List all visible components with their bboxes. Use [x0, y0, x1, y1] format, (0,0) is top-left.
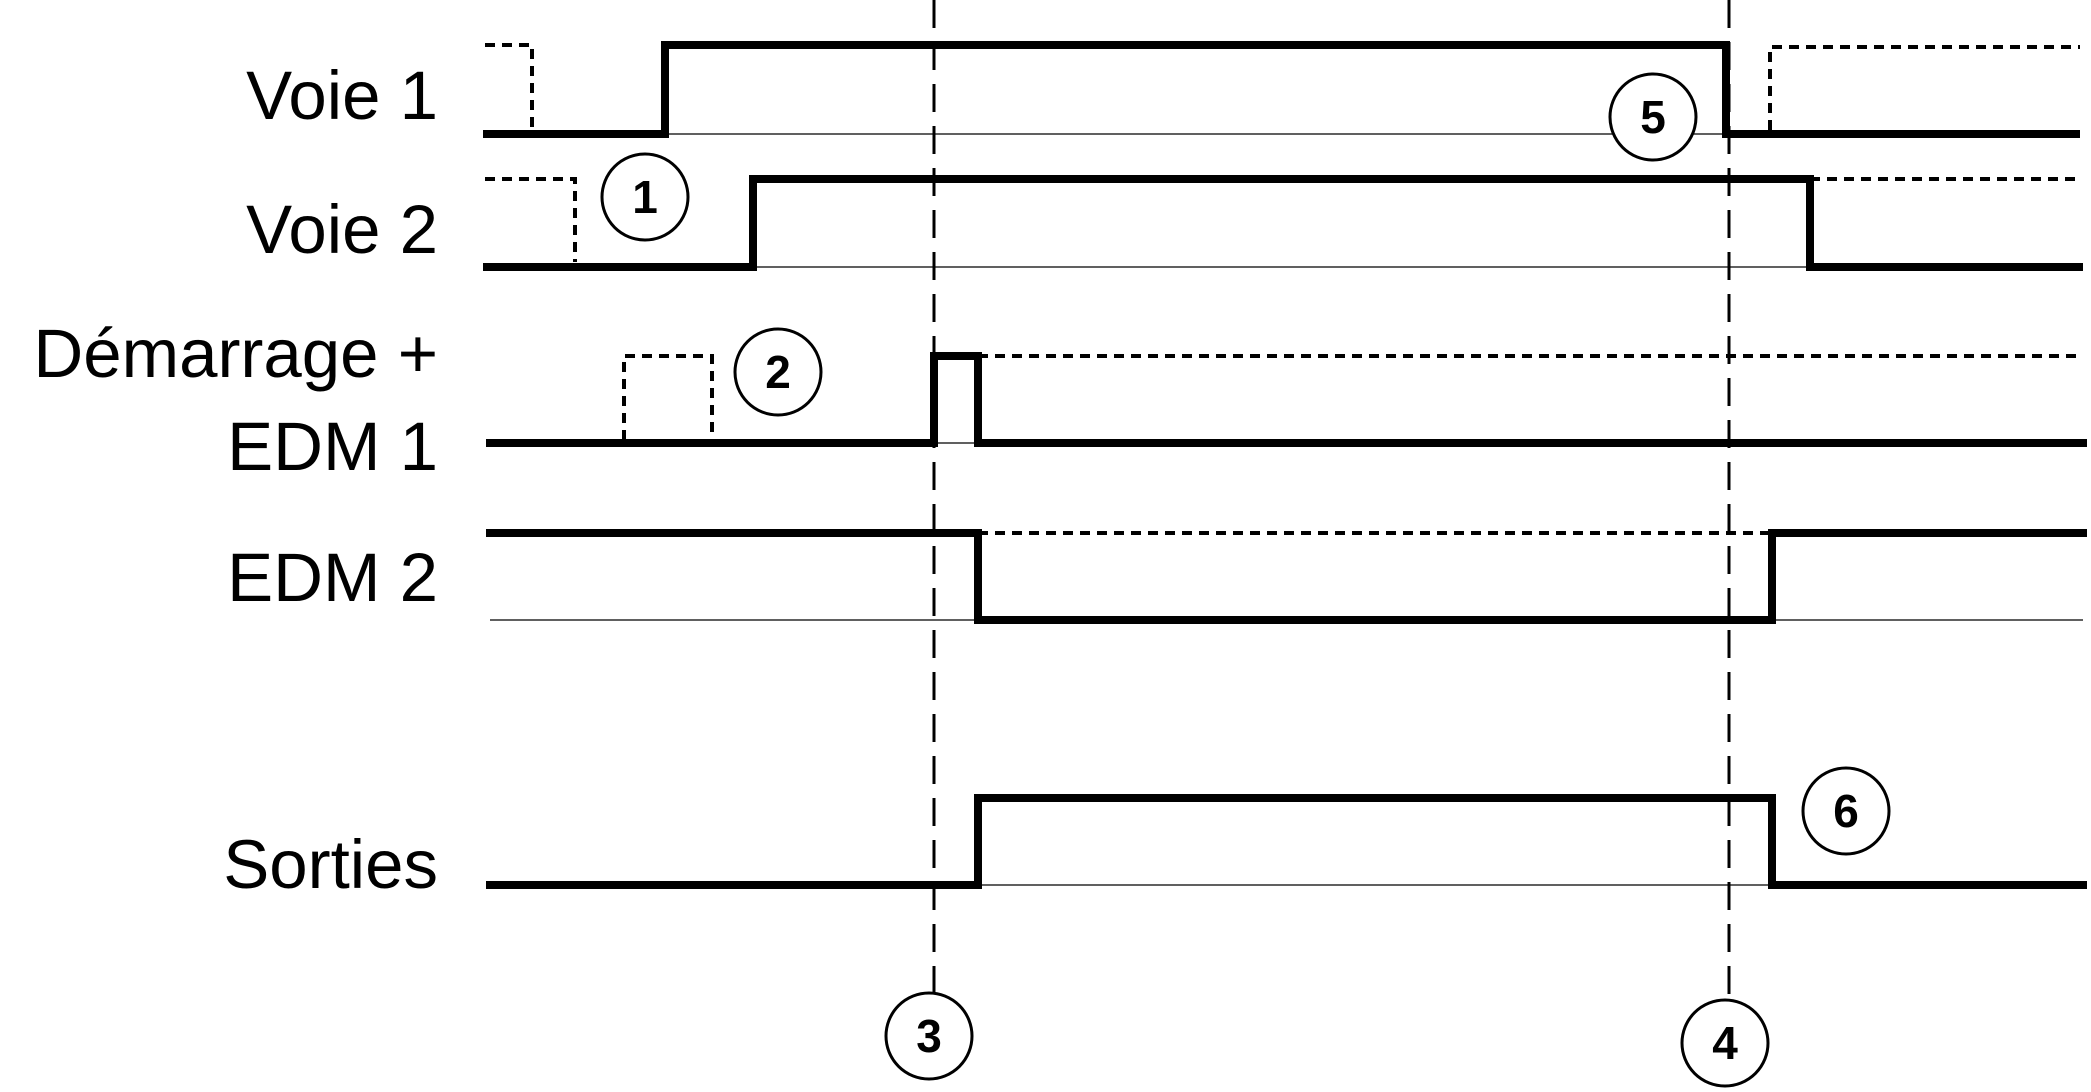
svg-text:6: 6	[1833, 785, 1859, 837]
edm-1-alt-pulse	[622, 354, 714, 440]
marker-6: 6	[1801, 766, 1891, 856]
svg-text:4: 4	[1712, 1017, 1738, 1069]
signal-label-demarrage: Démarrage +	[33, 315, 438, 392]
marker-4: 4	[1680, 998, 1770, 1088]
marker-1: 1	[600, 152, 690, 242]
svg-text:1: 1	[632, 171, 658, 223]
svg-text:5: 5	[1640, 91, 1666, 143]
marker-2: 2	[733, 327, 823, 417]
signal-label-voie-2: Voie 2	[246, 191, 438, 268]
svg-text:2: 2	[765, 346, 791, 398]
edm-2-trace	[486, 529, 2087, 624]
voie-1-trace	[483, 41, 2080, 138]
voie-2-alt-trace-left	[485, 177, 577, 262]
sorties-trace	[486, 794, 2087, 889]
voie-1-alt-trace-left	[485, 43, 534, 128]
edm-1-trace	[486, 352, 2087, 447]
signal-label-edm-1: EDM 1	[227, 408, 438, 485]
signal-label-voie-1: Voie 1	[246, 57, 438, 134]
svg-text:3: 3	[916, 1010, 942, 1062]
marker-3: 3	[884, 991, 974, 1081]
signal-label-edm-2: EDM 2	[227, 539, 438, 616]
voie-2-trace	[483, 175, 2083, 271]
voie-1-alt-trace-right	[1768, 45, 2080, 130]
signal-label-sorties: Sorties	[223, 826, 438, 903]
marker-5: 5	[1608, 72, 1698, 162]
